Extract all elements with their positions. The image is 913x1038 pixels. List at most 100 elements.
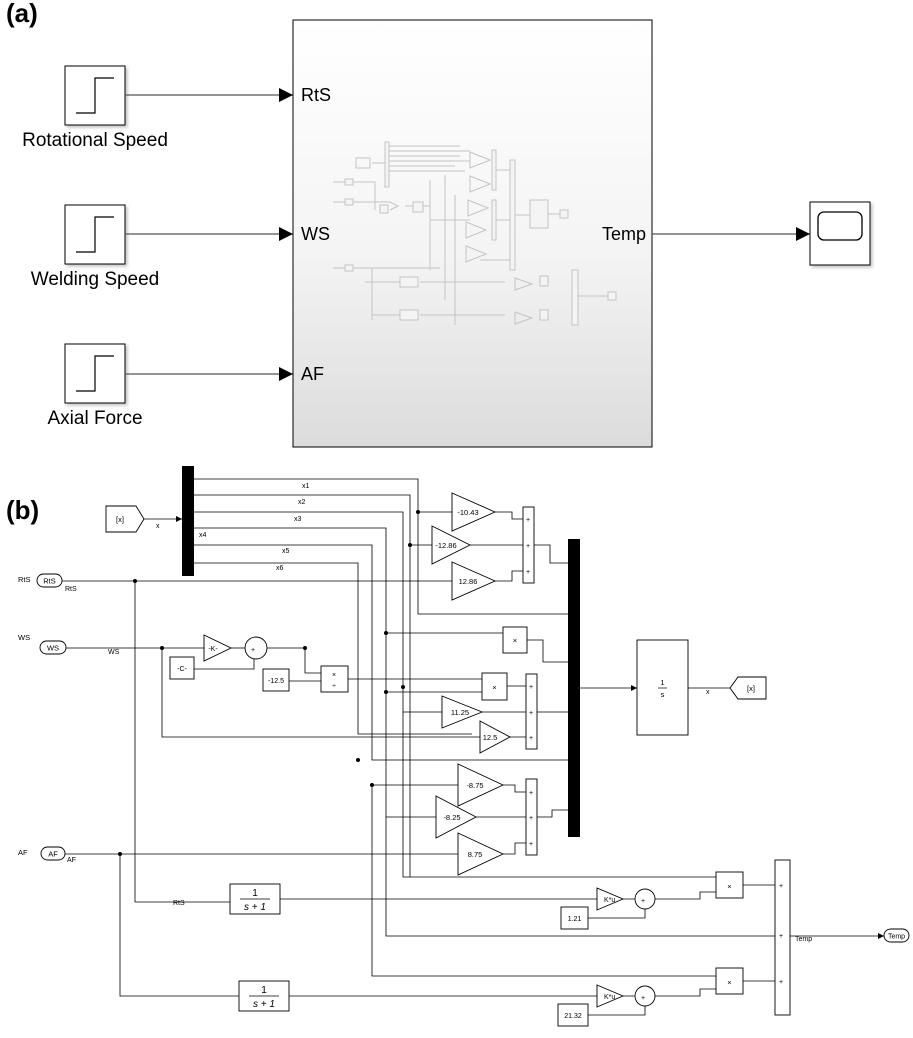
- ws-wires: [66, 632, 503, 738]
- sum-group3[interactable]: + + +: [525, 778, 538, 856]
- from-tag-x-label: [x]: [116, 515, 124, 524]
- step-block-axial-force[interactable]: [64, 343, 126, 404]
- constant-c-block[interactable]: -C-: [169, 656, 195, 680]
- gain-neg10-43-label: -10.43: [457, 508, 478, 517]
- gain-neg10-43[interactable]: -10.43: [451, 492, 497, 532]
- ku-block-1[interactable]: K*u: [596, 887, 625, 911]
- gain-neg12-86-label: -12.86: [435, 541, 456, 550]
- gain-neg8-25[interactable]: -8.25: [435, 795, 477, 839]
- sum-g3-sign-3: +: [529, 841, 533, 848]
- tf-rts-num: 1: [252, 888, 258, 899]
- tf-rts-sig: RtS: [173, 900, 185, 907]
- step-block-rotational-speed[interactable]: [64, 65, 126, 126]
- ku-2-label: K*u: [604, 994, 615, 1001]
- input-label-axial-force: Axial Force: [47, 408, 142, 429]
- sig-label-rts: RtS: [65, 586, 77, 593]
- transfer-fn-rts[interactable]: 1 s + 1: [229, 883, 281, 915]
- inport-ws[interactable]: WS: [39, 640, 67, 655]
- final-sum-wires: [385, 545, 775, 982]
- inport-af[interactable]: AF: [40, 846, 66, 861]
- subsystem-preview: [333, 141, 617, 326]
- inport-rts-tag: RtS: [43, 577, 56, 586]
- constant-neg12-5-label: -12.5: [268, 678, 284, 685]
- gain-12-86-label: 12.86: [459, 577, 478, 586]
- sum-ws[interactable]: +: [244, 636, 268, 660]
- final-sum-sign-2: +: [779, 933, 783, 940]
- port-rts: RtS: [301, 85, 331, 105]
- gain-8-75[interactable]: 8.75: [457, 832, 505, 876]
- gain-11-25[interactable]: 11.25: [441, 695, 484, 729]
- constant-21-32[interactable]: 21.32: [557, 1003, 589, 1027]
- gain-group3-wires: [372, 784, 526, 855]
- transfer-fn-af[interactable]: 1 s + 1: [238, 980, 290, 1012]
- af-wires: [65, 853, 458, 997]
- constant-neg12-5-block[interactable]: -12.5: [262, 668, 290, 692]
- sum-group1[interactable]: + + +: [522, 506, 535, 584]
- constant-21-32-label: 21.32: [564, 1013, 582, 1020]
- inport-ws-tag: WS: [47, 644, 59, 653]
- demux-outputs: [194, 478, 568, 818]
- sum-group2[interactable]: + + +: [525, 673, 538, 750]
- sum-out-1-sign: +: [641, 898, 645, 905]
- constant-1-21[interactable]: 1.21: [560, 906, 589, 930]
- divide-block[interactable]: × ÷: [320, 665, 349, 693]
- scope-block[interactable]: [809, 201, 871, 266]
- product-out-2[interactable]: ×: [715, 967, 744, 995]
- constant-c-label: -C-: [177, 666, 187, 673]
- thermal-subsystem-block[interactable]: RtS WS AF Temp: [292, 19, 653, 448]
- gain-neg8-25-label: -8.25: [443, 813, 460, 822]
- gain-12-86[interactable]: 12.86: [451, 561, 497, 601]
- scope-screen-icon: [817, 211, 863, 241]
- gain-group1-wires: [418, 511, 523, 582]
- demux-block[interactable]: [182, 466, 194, 576]
- product-ws-2[interactable]: ×: [481, 672, 508, 701]
- tf-af-den: s + 1: [253, 999, 275, 1010]
- product-ws-2-label: ×: [492, 683, 496, 692]
- from-tag-x[interactable]: [x]: [105, 505, 145, 533]
- sum-g3-sign-1: +: [529, 790, 533, 797]
- sum-g2-sign-1: +: [529, 684, 533, 691]
- sum-out-2-sign: +: [641, 995, 645, 1002]
- product-ws-1[interactable]: ×: [502, 626, 528, 654]
- integrator-block[interactable]: 1 s: [636, 639, 689, 736]
- sig-label-ws: WS: [108, 649, 120, 656]
- out2-wires: [371, 785, 716, 1016]
- product-ws-1-out: [527, 639, 568, 663]
- sum3-to-mux: [537, 809, 568, 818]
- input-label-rotational-speed: Rotational Speed: [22, 130, 168, 151]
- final-sum-block[interactable]: + + +: [774, 859, 791, 1016]
- inport-ws-name: WS: [18, 633, 30, 642]
- product-out-2-label: ×: [727, 978, 731, 987]
- gain-neg12-86[interactable]: -12.86: [431, 525, 472, 565]
- sig-label-x-out: x: [706, 689, 710, 696]
- sum-g1-sign-3: +: [526, 569, 530, 576]
- rts-wires: [62, 580, 452, 903]
- inport-af-tag: AF: [48, 850, 58, 859]
- junction-dots: [118, 510, 420, 856]
- sum-g1-sign-1: +: [526, 517, 530, 524]
- out1-wires: [402, 712, 716, 919]
- sum-out-2[interactable]: +: [634, 985, 656, 1007]
- gain-k-block[interactable]: -K-: [203, 634, 233, 662]
- product-out-1[interactable]: ×: [715, 871, 744, 899]
- goto-tag-x[interactable]: [x]: [729, 676, 767, 700]
- gain-8-75-label: 8.75: [468, 850, 483, 859]
- goto-tag-x-label: [x]: [747, 684, 755, 693]
- inport-rts-name: RtS: [18, 575, 31, 584]
- mux-block[interactable]: [568, 539, 580, 837]
- constant-1-21-label: 1.21: [568, 916, 582, 923]
- sum-out-1[interactable]: +: [634, 888, 656, 910]
- port-af: AF: [301, 364, 324, 384]
- integrator-num: 1: [660, 678, 664, 687]
- tf-rts-den: s + 1: [244, 902, 266, 913]
- gain-neg8-75-label: -8.75: [466, 781, 483, 790]
- panel-b-label: (b): [6, 495, 39, 525]
- gain-neg8-75[interactable]: -8.75: [457, 763, 505, 807]
- gain-12-5[interactable]: 12.5: [479, 720, 511, 754]
- ku-1-label: K*u: [604, 897, 615, 904]
- panel-a-label: (a): [6, 0, 38, 28]
- step-block-welding-speed[interactable]: [64, 204, 126, 265]
- ku-block-2[interactable]: K*u: [596, 984, 625, 1008]
- inport-rts[interactable]: RtS: [36, 573, 63, 588]
- outport-temp[interactable]: Temp: [883, 928, 910, 943]
